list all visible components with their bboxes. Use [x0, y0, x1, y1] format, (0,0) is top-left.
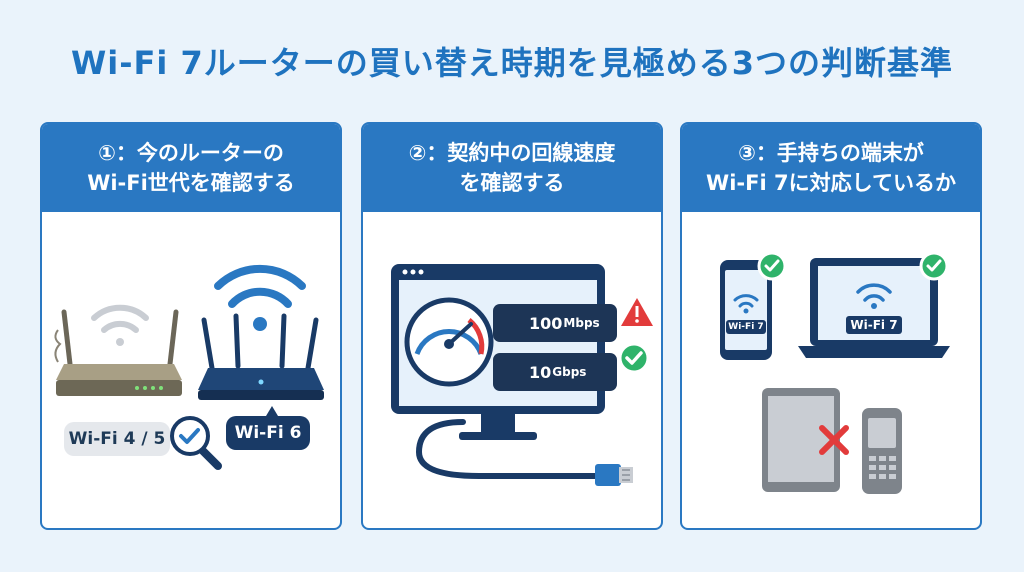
new-wifi-generation-badge: Wi-Fi 6 — [226, 416, 310, 450]
card-heading-line2: を確認する — [459, 171, 565, 195]
page-title: Wi-Fi 7ルーターの買い替え時期を見極める3つの判断基準 — [70, 44, 954, 82]
card-heading: ③：手持ちの端末が Wi-Fi 7に対応しているか — [682, 124, 980, 212]
fast-speed-unit: Gbps — [552, 365, 587, 379]
phone-wifi7-label: Wi-Fi 7 — [726, 320, 766, 334]
lan-cable-icon — [415, 419, 633, 486]
magnifier-check-icon — [170, 416, 222, 470]
card-illustration: Wi-Fi 7 Wi-Fi 7 — [682, 212, 980, 528]
tablet-icon — [762, 388, 840, 492]
card-heading-line2: Wi-Fi 7に対応しているか — [706, 171, 956, 195]
laptop-icon — [798, 258, 950, 358]
criterion-card-line-speed: ②：契約中の回線速度 を確認する — [361, 122, 663, 530]
card-heading-line1: ③：手持ちの端末が — [738, 140, 924, 165]
card-heading-line2: Wi-Fi世代を確認する — [87, 171, 295, 195]
card-illustration: Wi-Fi 4 / 5 Wi-Fi 6 — [42, 212, 340, 528]
slow-speed-value: 100 — [529, 313, 563, 333]
cross-icon — [819, 425, 849, 455]
card-heading: ①：今のルーターの Wi-Fi世代を確認する — [42, 124, 340, 212]
feature-phone-icon — [862, 408, 902, 494]
card-heading: ②：契約中の回線速度 を確認する — [363, 124, 661, 212]
criterion-card-wifi-generation: ①：今のルーターの Wi-Fi世代を確認する — [40, 122, 342, 530]
warning-icon — [621, 298, 653, 326]
laptop-wifi7-label: Wi-Fi 7 — [846, 316, 902, 334]
check-icon — [757, 251, 787, 281]
card-heading-line1: ①：今のルーターの — [98, 140, 284, 165]
criterion-card-device-support: ③：手持ちの端末が Wi-Fi 7に対応しているか — [680, 122, 982, 530]
speedometer-icon — [404, 297, 494, 387]
old-router-icon — [54, 309, 182, 396]
new-router-icon — [198, 313, 324, 400]
wifi-icon — [91, 304, 149, 346]
fast-speed-value: 10 — [529, 362, 552, 382]
check-icon — [919, 251, 949, 281]
old-wifi-generation-badge: Wi-Fi 4 / 5 — [64, 422, 170, 456]
wifi-icon — [214, 264, 306, 331]
slow-speed-unit: Mbps — [563, 316, 600, 330]
card-heading-line1: ②：契約中の回線速度 — [408, 140, 616, 165]
check-icon — [618, 342, 650, 374]
